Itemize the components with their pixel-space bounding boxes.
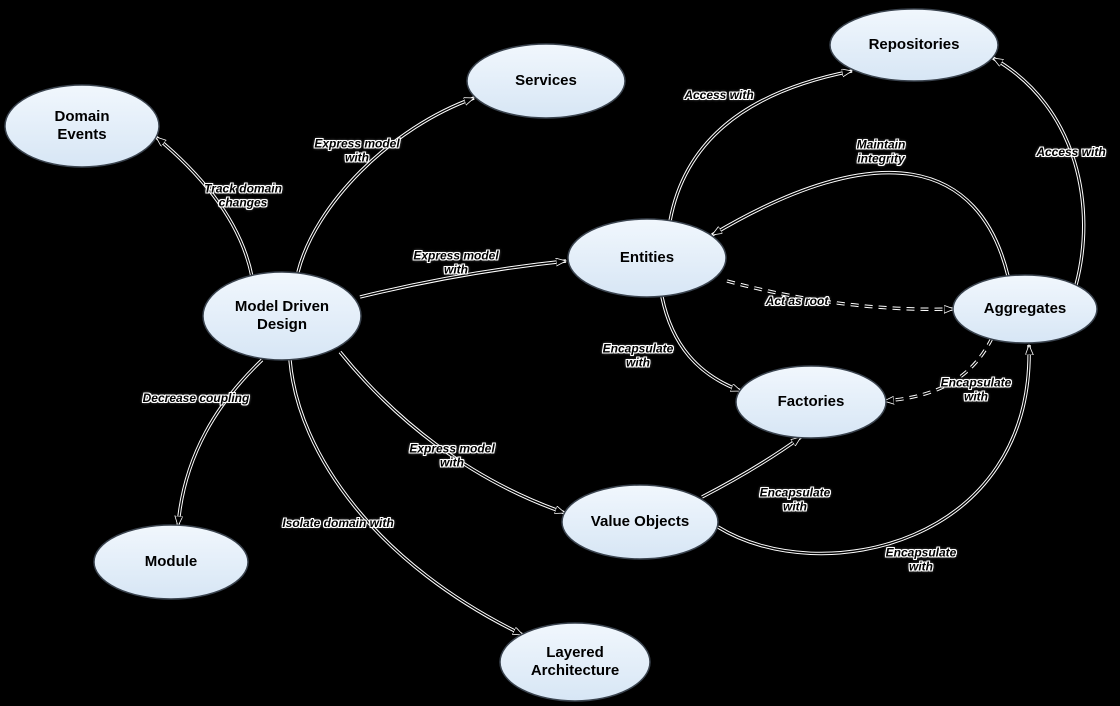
node-entities (567, 218, 727, 298)
edge-value-objects-factories (701, 435, 802, 499)
edge-line (289, 359, 523, 636)
edge-aggregates-repositories (992, 56, 1086, 286)
edge-line (701, 437, 801, 498)
edge-line (178, 359, 263, 526)
edge-line (717, 345, 1029, 555)
edge-halo (338, 350, 566, 515)
edge-line (297, 98, 474, 273)
edge-line (884, 337, 993, 401)
edge-line (359, 261, 566, 298)
edge-model-driven-design-module (176, 358, 264, 527)
edge-aggregates-entities (711, 170, 1010, 277)
node-layered-architecture (499, 622, 651, 702)
edge-line (726, 280, 954, 309)
edge-halo (992, 56, 1086, 286)
edge-entities-repositories (668, 69, 853, 222)
edge-halo (883, 337, 994, 403)
edge-halo (668, 69, 853, 222)
edge-halo (288, 359, 524, 637)
node-services (466, 43, 626, 119)
node-module (93, 524, 249, 600)
edge-model-driven-design-value-objects (338, 350, 566, 515)
edge-line (712, 171, 1009, 277)
edge-model-driven-design-domain-events (154, 135, 254, 278)
node-factories (735, 365, 887, 439)
edge-halo (711, 170, 1010, 277)
edge-halo (176, 358, 264, 527)
edge-entities-factories (660, 296, 742, 393)
edge-model-driven-design-services (296, 96, 475, 273)
node-model-driven-design (202, 271, 362, 361)
edge-halo (701, 435, 802, 499)
edge-line (669, 71, 852, 222)
edge-aggregates-factories (883, 337, 994, 403)
edge-model-driven-design-entities (359, 259, 567, 299)
nodes-layer (4, 8, 1098, 702)
edge-halo (726, 279, 955, 311)
edges-layer (154, 56, 1086, 637)
edge-halo (154, 135, 254, 278)
edge-line (156, 137, 253, 278)
edge-line (993, 57, 1085, 286)
edge-halo (660, 296, 742, 393)
node-aggregates (952, 274, 1098, 344)
node-domain-events (4, 84, 160, 168)
node-value-objects (561, 484, 719, 560)
edge-halo (296, 96, 475, 273)
edge-line (339, 351, 565, 513)
node-repositories (829, 8, 999, 82)
edge-value-objects-aggregates (717, 345, 1029, 556)
edge-entities-aggregates (726, 279, 955, 311)
edge-model-driven-design-layered-architecture (288, 359, 524, 637)
edge-line (661, 296, 741, 391)
edge-halo (359, 259, 567, 299)
